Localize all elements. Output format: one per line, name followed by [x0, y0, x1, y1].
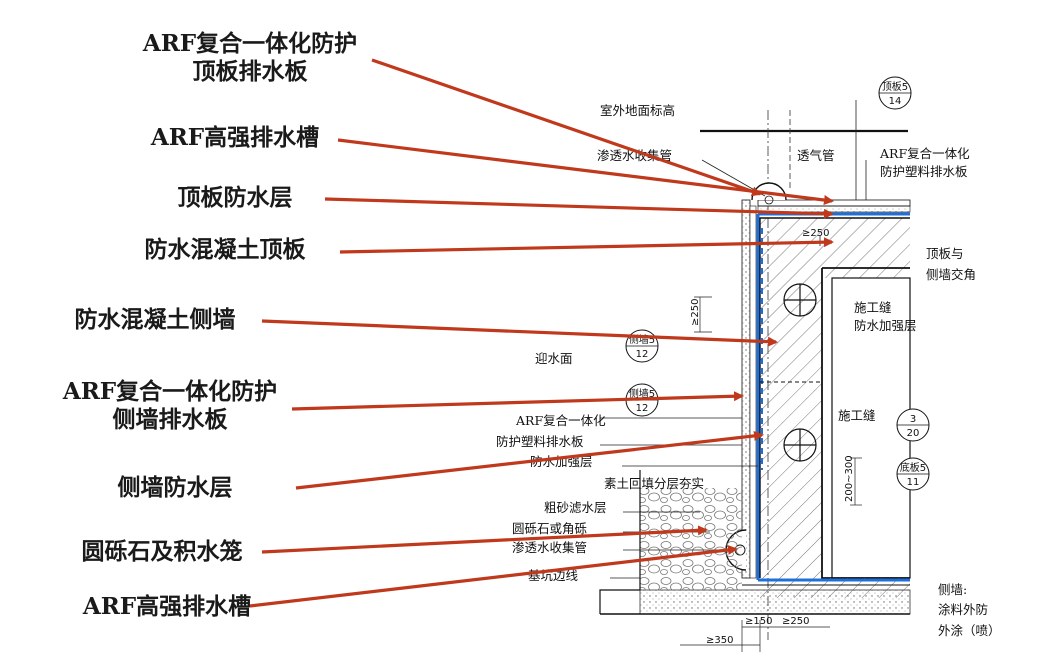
- label-reinforcement-layer-2: 防水加强层: [530, 454, 593, 469]
- floor-cushion: [639, 589, 911, 615]
- label-seepage-pipe-bottom: 渗透水收集管: [512, 540, 587, 555]
- index-mark-floor: 底板5 11: [896, 457, 930, 491]
- dim-150: ≥150: [745, 616, 772, 627]
- dim-200-300: 200~300: [844, 455, 855, 502]
- index-mark-roof: 顶板5 14: [878, 76, 912, 110]
- arrow-8: [261, 525, 708, 554]
- label-arf-board-side-2: 防护塑料排水板: [496, 434, 584, 449]
- label-arf-board-top-2: 防护塑料排水板: [880, 164, 968, 179]
- label-upstream-face: 迎水面: [535, 351, 573, 366]
- arrow-5: [261, 319, 778, 347]
- callout-roof-concrete: 防水混凝土顶板: [144, 236, 306, 263]
- svg-text:侧墙5: 侧墙5: [629, 387, 655, 400]
- svg-text:顶板5: 顶板5: [882, 80, 908, 93]
- label-roof-corner-2: 侧墙交角: [926, 267, 976, 282]
- roof-drain-board: [757, 199, 911, 207]
- svg-text:12: 12: [636, 349, 649, 360]
- roof-seepage-pipe: [764, 195, 774, 205]
- label-coarse-sand: 粗砂滤水层: [544, 500, 607, 515]
- dim-250-bottom: ≥250: [782, 616, 809, 627]
- side-wall-hatch: [760, 268, 822, 578]
- callout-arf-roof-board: ARF复合一体化防护 顶板排水板: [142, 30, 358, 85]
- index-mark-joint: 3 20: [896, 408, 930, 442]
- label-arf-board-top-1: ARF复合一体化: [879, 146, 970, 161]
- svg-text:20: 20: [907, 428, 920, 439]
- pit-edge-line: [599, 470, 641, 614]
- label-gravel: 圆砾石或角砾: [512, 521, 587, 536]
- label-ground-elevation: 室外地面标高: [600, 103, 675, 118]
- dim-250-side: ≥250: [690, 299, 701, 326]
- gravel-fill: [640, 488, 742, 590]
- callout-roof-waterproof: 顶板防水层: [177, 184, 293, 211]
- interior-space: [822, 268, 910, 578]
- callout-gravel-cage: 圆砾石及积水笼: [81, 538, 243, 565]
- dim-250-roof: ≥250: [802, 228, 829, 239]
- label-side-wall-note-1: 侧墙:: [938, 582, 967, 597]
- label-reinforcement-layer-1: 防水加强层: [854, 318, 917, 333]
- svg-text:12: 12: [636, 403, 649, 414]
- label-seepage-pipe-top: 渗透水收集管: [597, 148, 672, 163]
- roof-underside: [822, 268, 910, 278]
- callout-arf-drain-groove-top: ARF高强排水槽: [150, 124, 320, 151]
- svg-text:14: 14: [889, 96, 902, 107]
- side-protection-layer: [749, 205, 757, 579]
- callout-arf-drain-groove-bottom: ARF高强排水槽: [82, 593, 252, 620]
- svg-text:底板5: 底板5: [900, 461, 926, 474]
- label-roof-corner-1: 顶板与: [926, 246, 964, 261]
- dim-350: ≥350: [706, 635, 733, 646]
- dimension-labels: ≥250 ≥250 200~300 ≥150 ≥250 ≥350: [690, 228, 855, 646]
- arrow-1: [371, 58, 762, 197]
- label-construction-joint-2: 施工缝: [838, 408, 876, 423]
- callout-side-concrete: 防水混凝土侧墙: [74, 306, 236, 333]
- dimension-lines: [680, 296, 862, 652]
- arrow-3: [324, 197, 834, 219]
- side-drain-board: [741, 199, 751, 579]
- arrow-9: [249, 544, 738, 608]
- callout-arrows: [249, 58, 834, 608]
- svg-text:3: 3: [910, 414, 916, 425]
- label-arf-board-side-1: ARF复合一体化: [515, 413, 606, 428]
- callout-side-waterproof: 侧墙防水层: [117, 474, 233, 501]
- label-side-wall-note-3: 外涂（喷）: [938, 623, 1001, 638]
- callout-arf-side-board: ARF复合一体化防护 侧墙排水板: [62, 378, 278, 433]
- label-construction-joint-1: 施工缝: [854, 300, 892, 315]
- arrow-7: [295, 430, 764, 490]
- arrow-4: [339, 237, 834, 254]
- label-backfill: 素土回填分层夯实: [604, 476, 704, 491]
- drawing-labels: 室外地面标高 渗透水收集管 透气管 ARF复合一体化 防护塑料排水板 顶板与 侧…: [496, 103, 1001, 638]
- svg-text:11: 11: [907, 477, 920, 488]
- arrow-2: [337, 138, 834, 205]
- arrow-6: [291, 391, 744, 411]
- label-side-wall-note-2: 涂料外防: [938, 602, 988, 617]
- label-vent-pipe: 透气管: [797, 148, 835, 163]
- roof-protection-layer: [757, 205, 911, 213]
